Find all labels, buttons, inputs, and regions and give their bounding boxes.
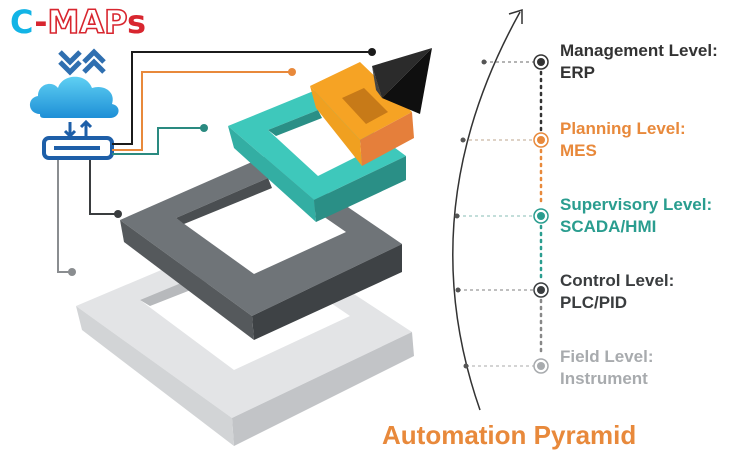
level-field: Field Level: Instrument [560,346,750,390]
level-name: Planning Level: [560,119,686,138]
diagram-title: Automation Pyramid [382,420,637,450]
double-chevron-icon [58,48,106,76]
level-name: Field Level: [560,347,654,366]
level-dashed-lines [457,61,534,367]
level-name: Supervisory Level: [560,195,713,214]
cloud-icon [29,76,119,118]
level-detail: MES [560,141,597,160]
pyramid-axis-arc [452,8,523,411]
logo-c: C [10,3,35,41]
level-detail: Instrument [560,369,648,388]
planning-marker-icon [533,132,549,148]
management-level-tip [372,48,432,114]
level-detail: ERP [560,63,595,82]
level-planning: Planning Level: MES [560,118,750,162]
level-detail: PLC/PID [560,293,628,312]
arc-dots [454,59,487,369]
control-level-frame [120,154,402,340]
c-maps-logo: C-MAPs [10,2,146,42]
logo-maps: MAP [47,2,128,42]
level-detail: SCADA/HMI [560,217,657,236]
connector-lines [57,48,376,276]
control-marker-icon [533,282,549,298]
level-management: Management Level: ERP [560,40,750,84]
level-name: Management Level: [560,41,718,60]
level-control: Control Level: PLC/PID [560,270,750,314]
field-marker-icon [533,358,549,374]
supervisory-level-frame [228,90,406,222]
level-supervisory: Supervisory Level: SCADA/HMI [560,194,750,238]
management-marker-icon [533,54,549,70]
planning-level-frame [310,62,414,166]
level-name: Control Level: [560,271,675,290]
server-icon [42,119,114,160]
logo-s: s [127,3,147,41]
supervisory-marker-icon [533,208,549,224]
logo-dash: - [34,3,48,41]
